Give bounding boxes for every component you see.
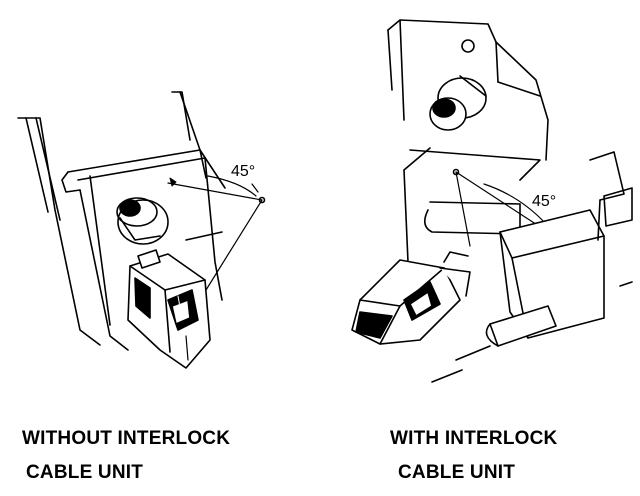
right-switch-plunger	[429, 75, 487, 131]
left-angle-label: 45°	[231, 163, 255, 180]
left-connector	[127, 249, 211, 369]
left-illustration: 45°	[17, 91, 266, 369]
left-switch-plunger	[116, 197, 169, 245]
left-caption-line2: CABLE UNIT	[26, 462, 144, 483]
right-angle-guide	[452, 168, 549, 247]
right-illustration: 45°	[351, 19, 633, 383]
installation-diagram: 45°	[17, 19, 633, 383]
left-bracket	[17, 91, 226, 351]
right-caption-line1: WITH INTERLOCK	[390, 428, 558, 449]
right-bracket	[387, 19, 549, 263]
right-connector	[351, 251, 471, 345]
left-caption-line1: WITHOUT INTERLOCK	[22, 428, 231, 449]
right-caption-line2: CABLE UNIT	[398, 462, 516, 483]
right-angle-label: 45°	[532, 193, 556, 210]
interlock-cable-unit	[431, 151, 633, 383]
left-angle-guide	[167, 175, 266, 291]
